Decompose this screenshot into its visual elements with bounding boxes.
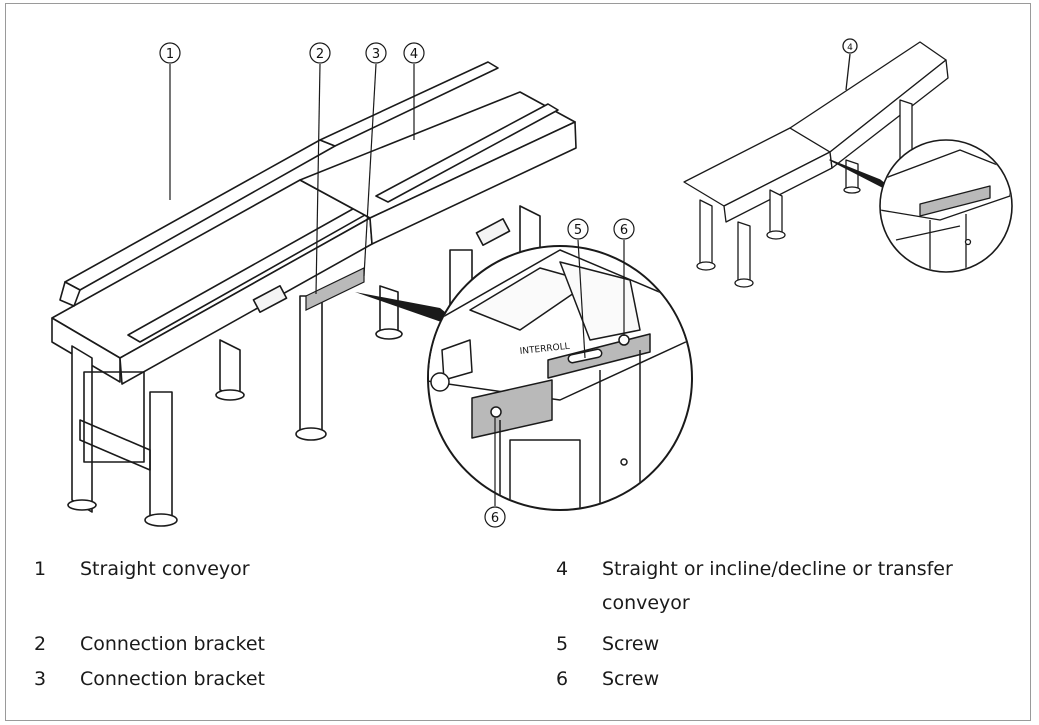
connection-bracket-highlight — [305, 267, 365, 311]
callout-6-top: 6 — [620, 223, 628, 238]
callout-5: 5 — [574, 223, 582, 238]
legend-num: 4 — [556, 558, 569, 580]
legend-text: Connection bracket — [80, 633, 265, 655]
legend-text: Screw — [602, 633, 660, 655]
legend-num: 2 — [34, 633, 47, 655]
callout-1: 1 — [166, 47, 174, 62]
legend-text: Straight conveyor — [80, 558, 250, 580]
conveyor-illustration: INTERROLL — [51, 38, 1013, 528]
legend-num: 5 — [556, 633, 569, 655]
callout-6-bottom: 6 — [491, 511, 499, 526]
legend-text: Connection bracket — [80, 668, 265, 690]
figure-frame — [5, 3, 1031, 721]
callout-2: 2 — [316, 47, 324, 62]
small-callout-4: 4 — [847, 43, 853, 53]
straight-conveyor — [51, 139, 389, 527]
legend-item-4: 4 Straight or incline/decline or transfe… — [556, 552, 1016, 622]
callouts — [159, 42, 635, 528]
legend-num: 3 — [34, 668, 47, 690]
legend-text: Straight or incline/decline or transfer … — [602, 558, 953, 614]
legend-text: Screw — [602, 668, 660, 690]
figure-legend: 1 Straight conveyor 2 Connection bracket… — [0, 552, 1039, 722]
detail-magnifier: INTERROLL — [427, 245, 693, 511]
callout-3: 3 — [372, 47, 380, 62]
callout-labels: 1 2 3 4 5 6 6 — [166, 47, 628, 526]
legend-num: 1 — [34, 558, 47, 580]
callout-4: 4 — [410, 47, 418, 62]
incline-conveyor-variant — [683, 38, 1013, 288]
legend-num: 6 — [556, 668, 569, 690]
